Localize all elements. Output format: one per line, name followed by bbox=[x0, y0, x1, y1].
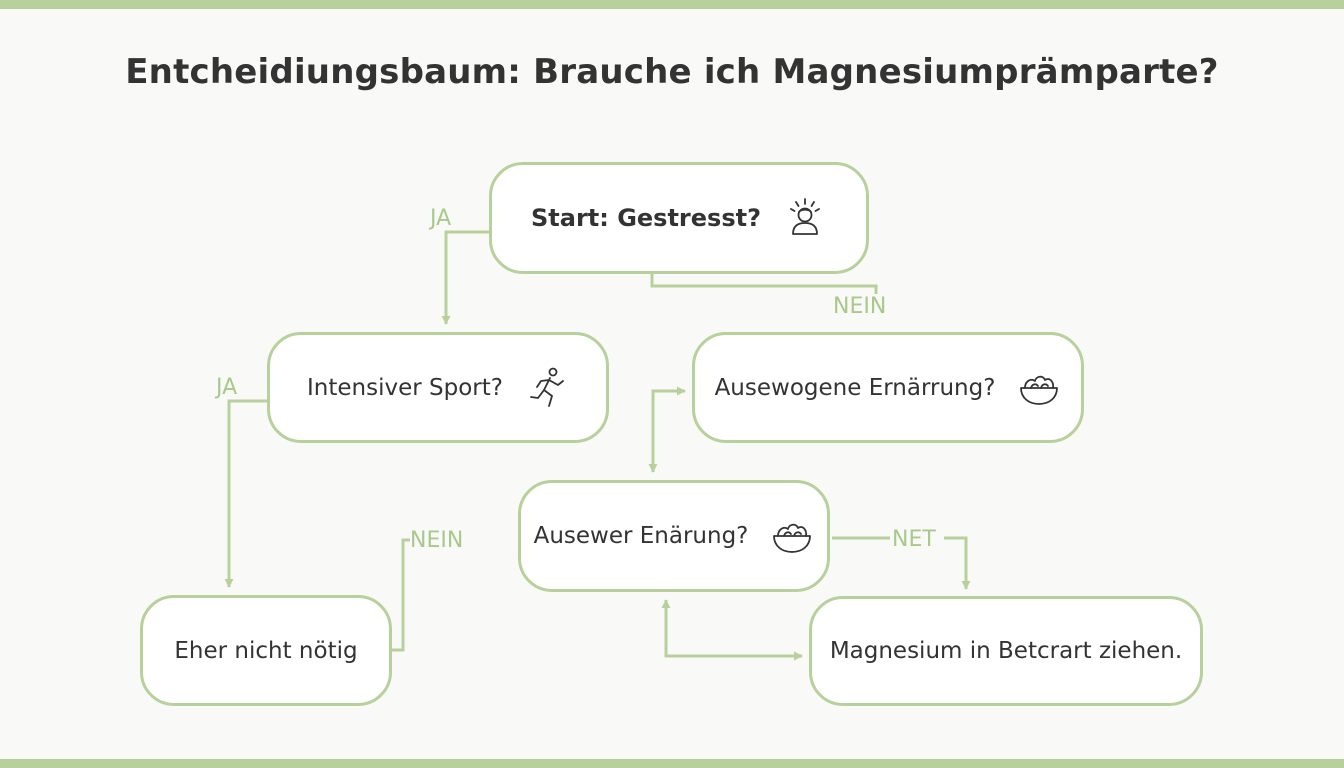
edge-label-nein: NEIN bbox=[833, 294, 887, 319]
node-label: Magnesium in Betcrart ziehen. bbox=[829, 638, 1183, 664]
edge-label-ja: JA bbox=[216, 375, 238, 400]
node-label: Eher nicht nötig bbox=[174, 637, 358, 664]
edge-auswer-to-magnesium bbox=[664, 640, 803, 661]
salad-bowl-icon bbox=[770, 514, 814, 558]
edge-start-to-sport bbox=[441, 230, 491, 325]
edge-auswer-to-ausgewogen bbox=[651, 386, 686, 410]
node-ausgewogene-ernaehrung: Ausewogene Ernärrung? bbox=[692, 332, 1084, 443]
node-magnesium-ziehen: Magnesium in Betcrart ziehen. bbox=[809, 596, 1203, 706]
edge-eher-nein bbox=[392, 538, 410, 652]
salad-bowl-icon bbox=[1017, 366, 1061, 410]
bottom-accent-band bbox=[0, 759, 1344, 768]
edge-label-ja: JA bbox=[430, 206, 452, 231]
edge-ausgewogen-to-auswer bbox=[648, 389, 685, 473]
top-accent-band bbox=[0, 0, 1344, 9]
node-eher-nicht-noetig: Eher nicht nötig bbox=[140, 595, 392, 706]
edge-net-to-magnesium bbox=[944, 536, 971, 590]
edge-start-nein bbox=[650, 272, 878, 294]
node-intensiver-sport: Intensiver Sport? bbox=[267, 332, 609, 443]
node-label: Ausewogene Ernärrung? bbox=[714, 374, 996, 401]
node-ausewer-enaerung: Ausewer Enärung? bbox=[518, 480, 830, 592]
edge-magnesium-to-auswer bbox=[661, 599, 800, 658]
node-label: Start: Gestresst? bbox=[530, 204, 762, 232]
node-label: Ausewer Enärung? bbox=[533, 523, 749, 549]
running-person-icon bbox=[525, 366, 569, 410]
page-title: Entcheidiungsbaum: Brauche ich Magnesium… bbox=[125, 52, 1219, 92]
edge-label-net: NET bbox=[892, 527, 936, 552]
stressed-person-icon bbox=[783, 196, 827, 240]
edge-label-nein: NEIN bbox=[410, 528, 464, 553]
edge-sport-to-eher bbox=[224, 399, 269, 588]
node-label: Intensiver Sport? bbox=[307, 374, 503, 401]
node-start-gestresst: Start: Gestresst? bbox=[489, 162, 869, 274]
